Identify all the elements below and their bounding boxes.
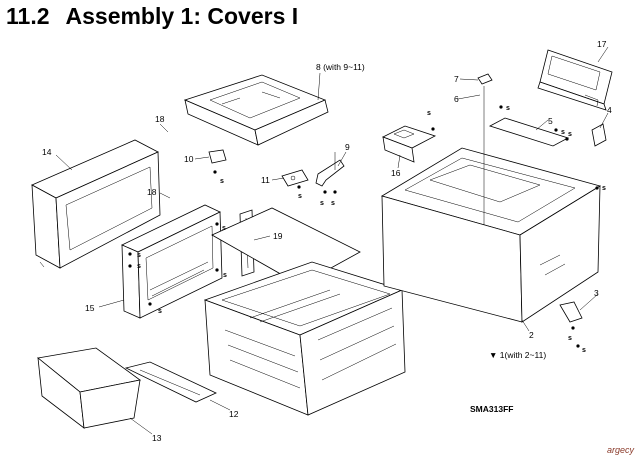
section-title: Assembly 1: Covers I (65, 3, 299, 29)
callout-11: 11 (261, 175, 270, 185)
screw-label: s (561, 129, 565, 136)
callout-1: ▼ 1(with 2~11) (489, 350, 546, 360)
screw-label: s (427, 110, 431, 117)
screw-label: s (568, 131, 572, 138)
callout-5: 5 (548, 116, 553, 126)
part-14-left-cover (31, 139, 161, 269)
part-5-bracket (488, 117, 570, 147)
leader-lines (55, 46, 609, 435)
callout-7: 7 (454, 74, 459, 84)
part-13-front-door (37, 347, 141, 429)
callout-17: 17 (597, 39, 607, 49)
screw-label: s (568, 335, 572, 342)
screw-label: s (506, 105, 510, 112)
callout-4: 4 (607, 105, 612, 115)
screw-label: s (222, 225, 226, 232)
right-cover-body (381, 147, 601, 323)
main-frame (203, 261, 406, 416)
screw-label: s (220, 178, 224, 185)
callout-13: 13 (152, 433, 162, 443)
callout-6: 6 (454, 94, 459, 104)
part-16-control-panel (382, 125, 437, 163)
callout-8: 8 (with 9~11) (316, 62, 365, 72)
part-9-hinge (315, 152, 345, 187)
callout-14: 14 (42, 147, 52, 157)
screw-label: s (223, 272, 227, 279)
callout-10: 10 (184, 154, 194, 164)
part-12-tray (124, 361, 217, 403)
screw-labels: s s s s s s s s s s s s s s s s (137, 105, 606, 354)
part-4-clip (591, 123, 607, 147)
callout-16: 16 (391, 168, 401, 178)
screw-dots (128, 105, 599, 348)
screw-label: s (331, 200, 335, 207)
part-8-top-cover (183, 74, 329, 146)
part-7-knob (477, 73, 493, 85)
callout-15: 15 (85, 303, 95, 313)
screw-label: s (320, 200, 324, 207)
brand-watermark: argecy (607, 445, 635, 455)
callouts: 17 8 (with 9~11) 7 6 18 4 5 14 9 10 11 1… (42, 39, 612, 443)
screw-label: s (158, 308, 162, 315)
drawing-code: SMA313FF (470, 404, 513, 414)
section-number: 11.2 (6, 3, 50, 29)
section-heading: 11.2 Assembly 1: Covers I (6, 3, 298, 30)
callout-12: 12 (229, 409, 239, 419)
part-10-latch (208, 149, 227, 164)
screw-label: s (602, 185, 606, 192)
screw-label: s (298, 193, 302, 200)
callout-2: 2 (529, 330, 534, 340)
callout-3: 3 (594, 288, 599, 298)
callout-18a: 18 (155, 114, 165, 124)
screw-label: s (137, 263, 141, 270)
part-11-bracket (281, 169, 309, 187)
part-17-tray-cover (537, 49, 613, 111)
callout-19: 19 (273, 231, 283, 241)
screw-label: s (582, 347, 586, 354)
callout-9: 9 (345, 142, 350, 152)
part-15-side-panel (121, 204, 223, 319)
screw-label: s (137, 252, 141, 259)
part-3-latch (559, 301, 583, 323)
callout-18b: 18 (147, 187, 157, 197)
